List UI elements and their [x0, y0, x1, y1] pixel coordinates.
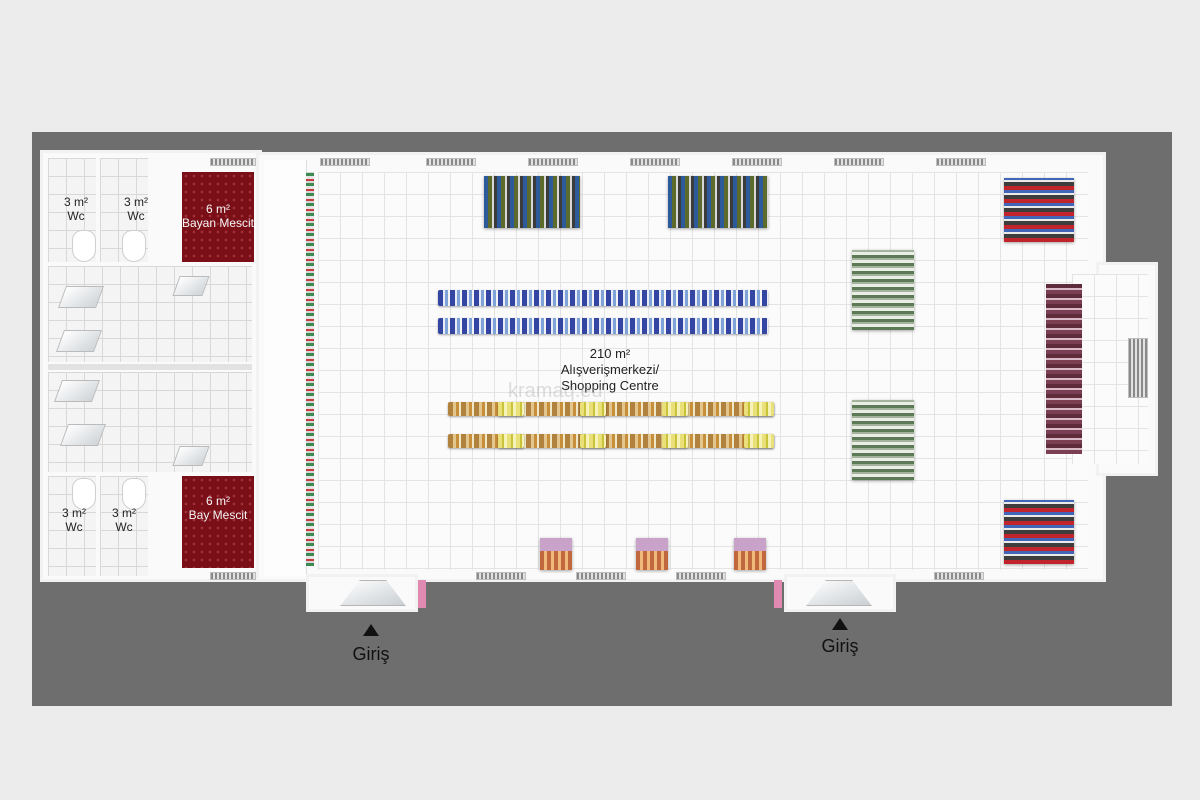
gondola-shelf	[852, 250, 914, 330]
clothing-rack	[1004, 500, 1074, 564]
cheese-rack	[580, 434, 606, 448]
sink-icon	[53, 380, 101, 402]
vent-icon	[320, 158, 370, 166]
vent-icon	[630, 158, 680, 166]
vent-icon	[834, 158, 884, 166]
checkout-counter	[1046, 284, 1082, 454]
cheese-rack	[744, 434, 774, 448]
sink-icon	[59, 424, 107, 446]
wc-name: Wc	[65, 520, 83, 534]
clothing-rack	[668, 176, 768, 228]
wc-area: 3 m²	[112, 506, 136, 520]
vent-icon	[476, 572, 526, 580]
cooler-unit	[734, 538, 766, 570]
cheese-rack	[498, 402, 524, 416]
wc-label-4: 3 m² Wc	[104, 506, 144, 534]
service-corridor-bottom	[48, 372, 252, 472]
left-corridor	[264, 160, 307, 576]
prayer-room-men-label: 6 m² Bay Mescit	[176, 494, 260, 522]
vent-icon	[732, 158, 782, 166]
clothing-rack	[484, 176, 580, 228]
prayer-room-name: Bayan Mescit	[181, 216, 255, 230]
wc-name: Wc	[127, 209, 145, 223]
clothing-rack	[1004, 178, 1074, 242]
product-rack	[438, 318, 768, 334]
cheese-rack	[662, 434, 688, 448]
wc-name: Wc	[67, 209, 85, 223]
entrance-mat	[774, 580, 782, 608]
toilet-icon	[122, 478, 146, 510]
cheese-rack	[498, 434, 524, 448]
vent-icon	[936, 158, 986, 166]
wc-name: Wc	[115, 520, 133, 534]
wc-label-2: 3 m² Wc	[116, 195, 156, 223]
entrance-mat	[418, 580, 426, 608]
wc-label-1: 3 m² Wc	[56, 195, 96, 223]
vent-icon	[426, 158, 476, 166]
vent-icon	[528, 158, 578, 166]
prayer-room-area: 6 m²	[206, 494, 230, 508]
vent-icon	[576, 572, 626, 580]
wc-area: 3 m²	[62, 506, 86, 520]
prayer-room-women	[182, 172, 254, 262]
vent-icon	[210, 158, 256, 166]
entrance-arrow-icon	[832, 618, 848, 630]
cheese-rack	[580, 402, 606, 416]
cooler-unit	[636, 538, 668, 570]
wc-room-4	[100, 476, 148, 576]
entrance-label-right: Giriş	[821, 636, 859, 656]
cooler-unit	[540, 538, 572, 570]
food-rack	[448, 434, 774, 448]
sink-icon	[57, 286, 105, 308]
gondola-shelf	[852, 400, 914, 480]
shopping-centre-name-1: Alışverişmerkezi/	[560, 362, 660, 377]
prayer-room-women-label: 6 m² Bayan Mescit	[176, 202, 260, 230]
toilet-icon	[122, 230, 146, 262]
wc-label-3: 3 m² Wc	[54, 506, 94, 534]
vent-icon	[210, 572, 256, 580]
shopping-centre-name-2: Shopping Centre	[561, 378, 659, 393]
toilet-icon	[72, 478, 96, 510]
food-rack	[448, 402, 774, 416]
prayer-room-area: 6 m²	[206, 202, 230, 216]
toilet-icon	[72, 230, 96, 262]
wall-shelf-strip	[306, 172, 314, 566]
entrance-label-left: Giriş	[352, 644, 390, 664]
watermark: kramaq.eu	[508, 380, 603, 402]
entrance-arrow-icon	[363, 624, 379, 636]
wc-area: 3 m²	[64, 195, 88, 209]
cheese-rack	[662, 402, 688, 416]
prayer-room-name: Bay Mescit	[188, 508, 248, 522]
vent-icon	[934, 572, 984, 580]
shopping-centre-label: 210 m² Alışverişmerkezi/ Shopping Centre	[530, 346, 690, 394]
shopping-centre-area: 210 m²	[589, 346, 631, 361]
window-icon	[1128, 338, 1148, 398]
wc-area: 3 m²	[124, 195, 148, 209]
vent-icon	[676, 572, 726, 580]
store-floor	[318, 172, 1088, 570]
prayer-room-men	[182, 476, 254, 568]
cheese-rack	[744, 402, 774, 416]
product-rack	[438, 290, 768, 306]
service-divider	[48, 364, 252, 370]
sink-icon	[55, 330, 103, 352]
